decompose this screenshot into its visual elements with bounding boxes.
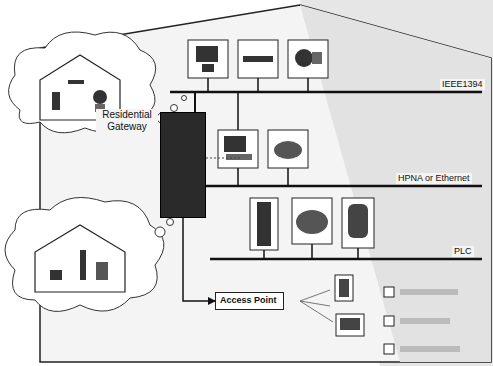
- bus-label: PLC: [452, 246, 474, 257]
- access-point-box: Access Point: [215, 292, 284, 310]
- gateway-box: Residential Gateway: [160, 112, 206, 218]
- node-text: Access Point: [220, 295, 279, 306]
- bus-label: IEEE1394: [440, 79, 485, 90]
- connector-arrow: [183, 218, 215, 301]
- bus-label: HPNA or Ethernet: [396, 173, 472, 184]
- gateway-label: Residential Gateway: [96, 109, 158, 133]
